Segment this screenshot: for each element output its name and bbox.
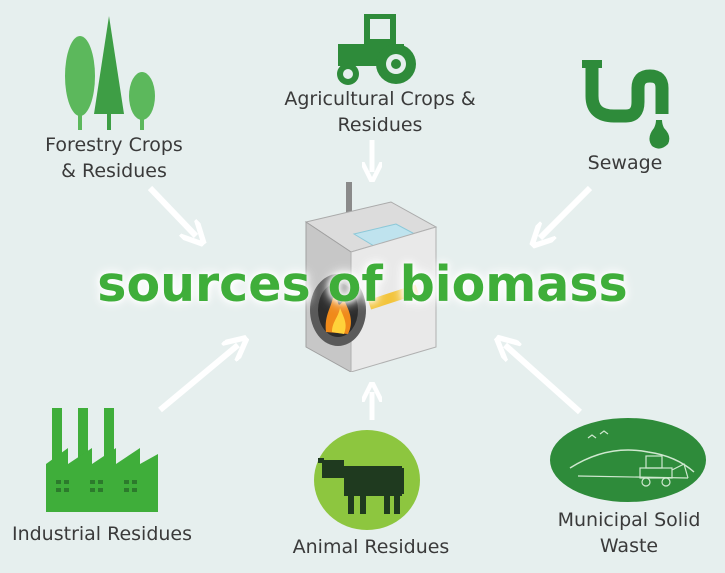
arrow-industrial bbox=[158, 345, 238, 413]
label-forestry: Forestry Crops & Residues bbox=[45, 134, 183, 182]
cow-icon bbox=[314, 430, 420, 530]
label-animal: Animal Residues bbox=[292, 536, 450, 558]
label-agricultural: Agricultural Crops & Residues bbox=[284, 88, 476, 136]
label-sewage: Sewage bbox=[587, 152, 663, 174]
arrow-sewage bbox=[540, 185, 593, 238]
tractor-icon bbox=[337, 14, 416, 85]
arrow-forestry bbox=[147, 185, 196, 236]
arrow-municipal bbox=[505, 345, 582, 415]
landfill-bulldozer-icon bbox=[550, 418, 706, 502]
label-municipal: Municipal Solid Waste bbox=[557, 509, 701, 557]
label-industrial: Industrial Residues bbox=[11, 523, 193, 545]
trees-icon bbox=[65, 16, 155, 130]
boiler-icon bbox=[304, 182, 438, 372]
factory-icon bbox=[46, 408, 158, 512]
sewage-pipe-icon bbox=[582, 60, 670, 149]
diagram-title: sources of biomass bbox=[97, 256, 628, 313]
